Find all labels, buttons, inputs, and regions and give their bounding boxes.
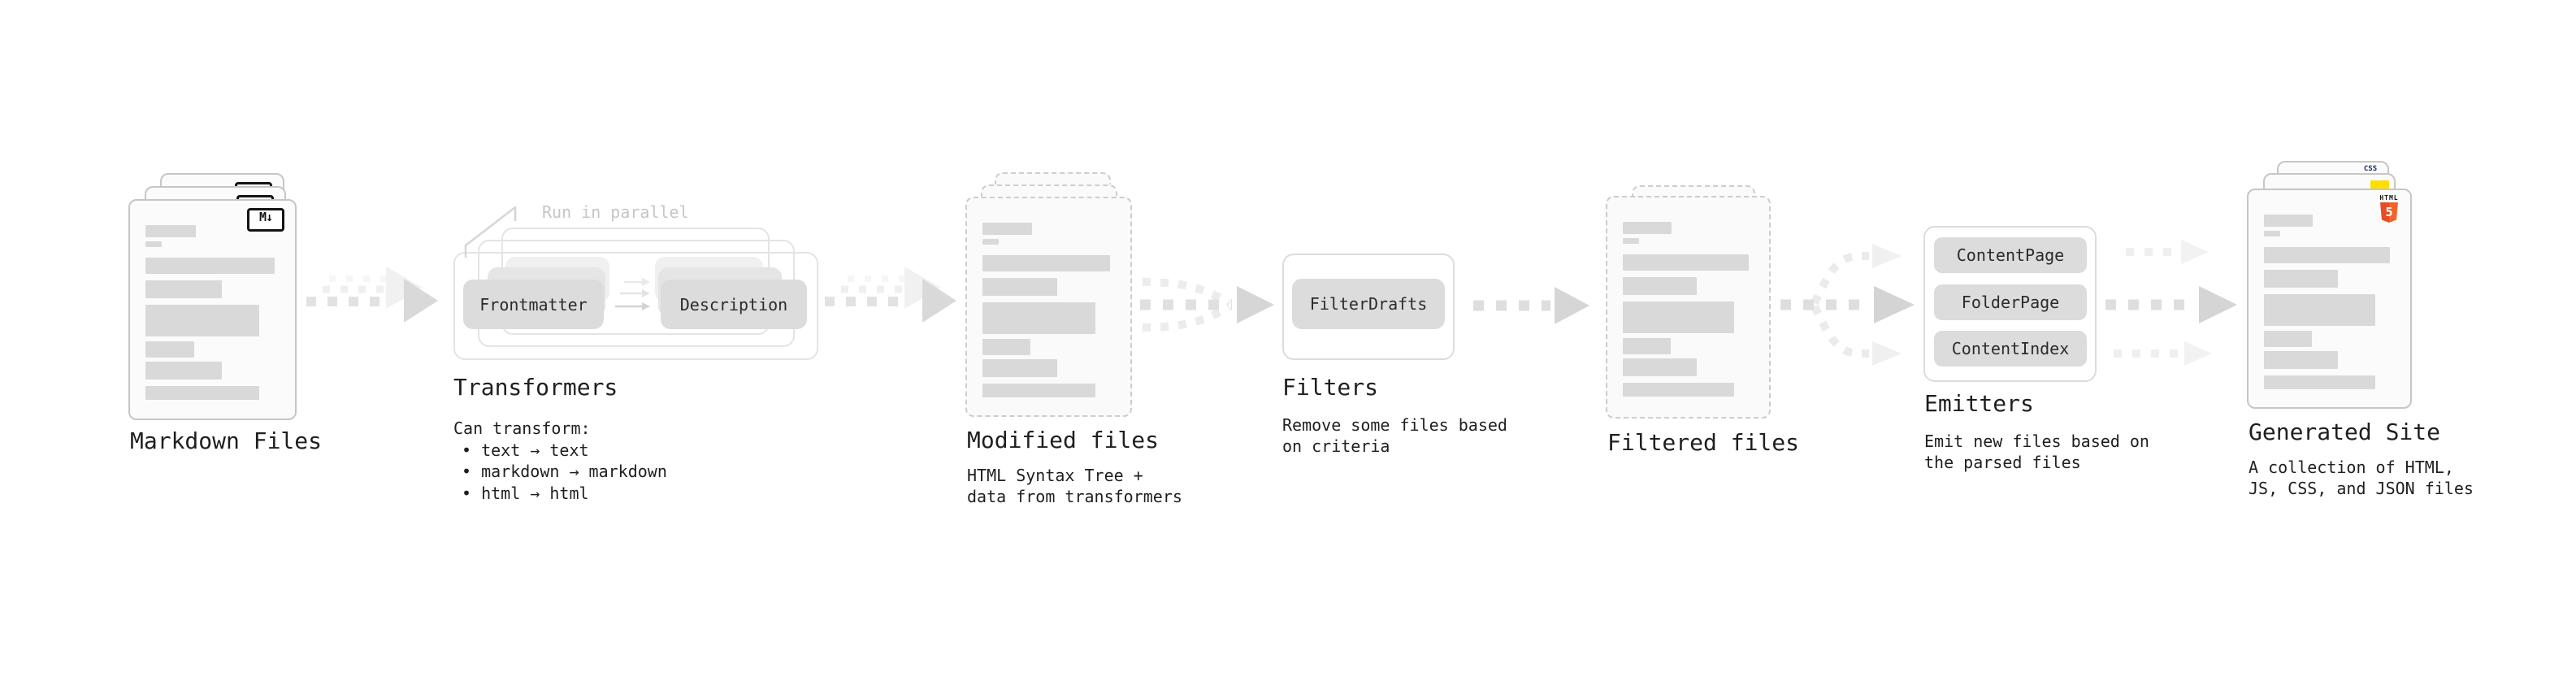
transformer-frame-front <box>453 252 818 360</box>
file-card-front <box>965 197 1132 417</box>
stage-label-filtered-files: Filtered files <box>1607 429 1800 456</box>
flow-arrow-pixel-icon <box>306 267 438 323</box>
stage-label-generated-site: Generated Site <box>2249 419 2441 445</box>
transform-list-item: • text → text <box>462 440 589 460</box>
generated-site-description: A collection of HTML, JS, CSS, and JSON … <box>2249 458 2474 498</box>
text-placeholder-bars <box>982 223 1117 397</box>
markdown-icon: M↓ <box>247 208 284 232</box>
contentindex-box: ContentIndex <box>1934 331 2087 367</box>
frontmatter-box-label: Frontmatter <box>479 294 588 314</box>
js-icon <box>2370 180 2389 191</box>
contentpage-box-label: ContentPage <box>1956 245 2065 265</box>
html5-icon-label: HTML <box>2379 194 2399 202</box>
filterdrafts-box-label: FilterDrafts <box>1309 294 1428 314</box>
folderpage-box: FolderPage <box>1934 284 2087 320</box>
flow-arrow-dashed-icon <box>1473 287 1589 324</box>
filters-description: Remove some files based on criteria <box>1282 415 1507 456</box>
flow-arrow-fanout-icon <box>1780 244 1915 366</box>
filterdrafts-box: FilterDrafts <box>1292 279 1445 329</box>
parallel-arrows-icon <box>615 278 650 310</box>
file-card-front <box>1606 196 1771 419</box>
file-card-front: M↓ <box>128 199 297 420</box>
transformers-description: Can transform: • text → text • markdown … <box>453 418 667 504</box>
transform-list-item: • markdown → markdown <box>462 462 667 481</box>
stage-label-modified-files: Modified files <box>967 427 1160 453</box>
html5-icon: HTML 5 <box>2379 194 2400 223</box>
stage-label-markdown-files: Markdown Files <box>130 427 323 454</box>
text-placeholder-bars <box>2264 215 2396 389</box>
html5-shield: 5 <box>2380 202 2398 223</box>
flow-arrow-pixel-icon <box>825 267 956 323</box>
modified-files-description: HTML Syntax Tree + data from transformer… <box>967 466 1182 506</box>
html5-number: 5 <box>2385 205 2393 219</box>
stage-label-transformers: Transformers <box>453 374 618 401</box>
stage-label-emitters: Emitters <box>1924 390 2034 417</box>
text-placeholder-bars <box>1623 222 1755 397</box>
annotation-leader-line <box>464 206 517 258</box>
description-box-label: Description <box>679 294 788 314</box>
description-box: Description <box>661 280 807 329</box>
contentindex-box-label: ContentIndex <box>1951 339 2070 358</box>
frontmatter-box: Frontmatter <box>463 280 604 329</box>
flow-arrow-merge-icon <box>1140 278 1274 332</box>
can-transform-title: Can transform: <box>453 419 591 438</box>
contentpage-box: ContentPage <box>1934 237 2087 273</box>
folderpage-box-label: FolderPage <box>1961 293 2060 312</box>
flow-arrow-triple-icon <box>2105 240 2237 366</box>
run-in-parallel-annotation: Run in parallel <box>542 202 689 222</box>
emitters-description: Emit new files based on the parsed files <box>1924 432 2149 472</box>
file-card-front: HTML 5 <box>2247 189 2412 409</box>
transform-list: • text → text • markdown → markdown • ht… <box>453 440 667 505</box>
transform-list-item: • html → html <box>462 483 589 503</box>
text-placeholder-bars <box>145 225 281 400</box>
css-icon-label: CSS <box>2363 165 2378 173</box>
stage-label-filters: Filters <box>1282 374 1379 401</box>
